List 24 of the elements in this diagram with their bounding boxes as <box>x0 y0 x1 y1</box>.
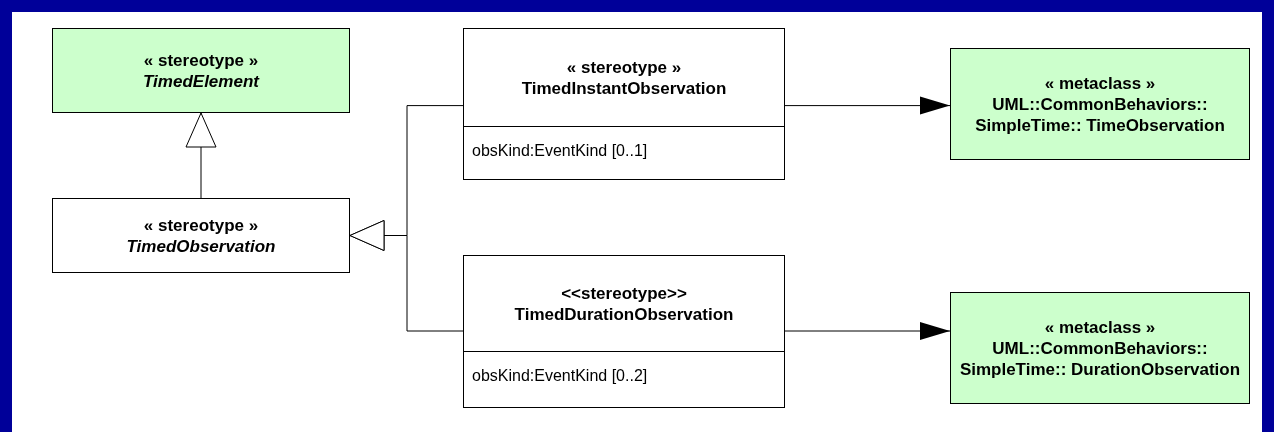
stereotype-box <box>52 198 350 273</box>
attribute-text: obsKind:EventKind [0..1] <box>472 141 649 161</box>
stereotype-label: « metaclass » <box>1044 72 1156 94</box>
stereotype-label: « stereotype » <box>143 49 259 71</box>
generalization-arrow <box>349 220 464 332</box>
metaclass-box <box>950 292 1250 404</box>
stereotype-box <box>463 28 785 180</box>
class-name: UML::CommonBehaviors:: SimpleTime:: TimeObservation <box>974 93 1226 136</box>
metaclass-box <box>950 48 1250 160</box>
metaclass-box <box>52 28 350 113</box>
class-name: TimedElement <box>143 70 259 92</box>
attribute-text: obsKind:EventKind [0..2] <box>472 366 649 386</box>
stereotype-label: <<stereotype>> <box>561 282 687 304</box>
stereotype-label: « metaclass » <box>1044 316 1156 338</box>
extension-arrow <box>784 322 951 340</box>
class-name: TimedObservation <box>126 235 276 257</box>
stereotype-label: « stereotype » <box>143 214 259 236</box>
class-name: TimedInstantObservation <box>521 77 727 99</box>
class-name: TimedDurationObservation <box>514 303 734 325</box>
extension-arrow <box>784 96 951 115</box>
stereotype-label: « stereotype » <box>566 56 682 78</box>
stereotype-box <box>463 255 785 408</box>
class-name: UML::CommonBehaviors:: SimpleTime:: DurationObservation <box>959 337 1241 380</box>
generalization-arrow <box>185 112 217 199</box>
